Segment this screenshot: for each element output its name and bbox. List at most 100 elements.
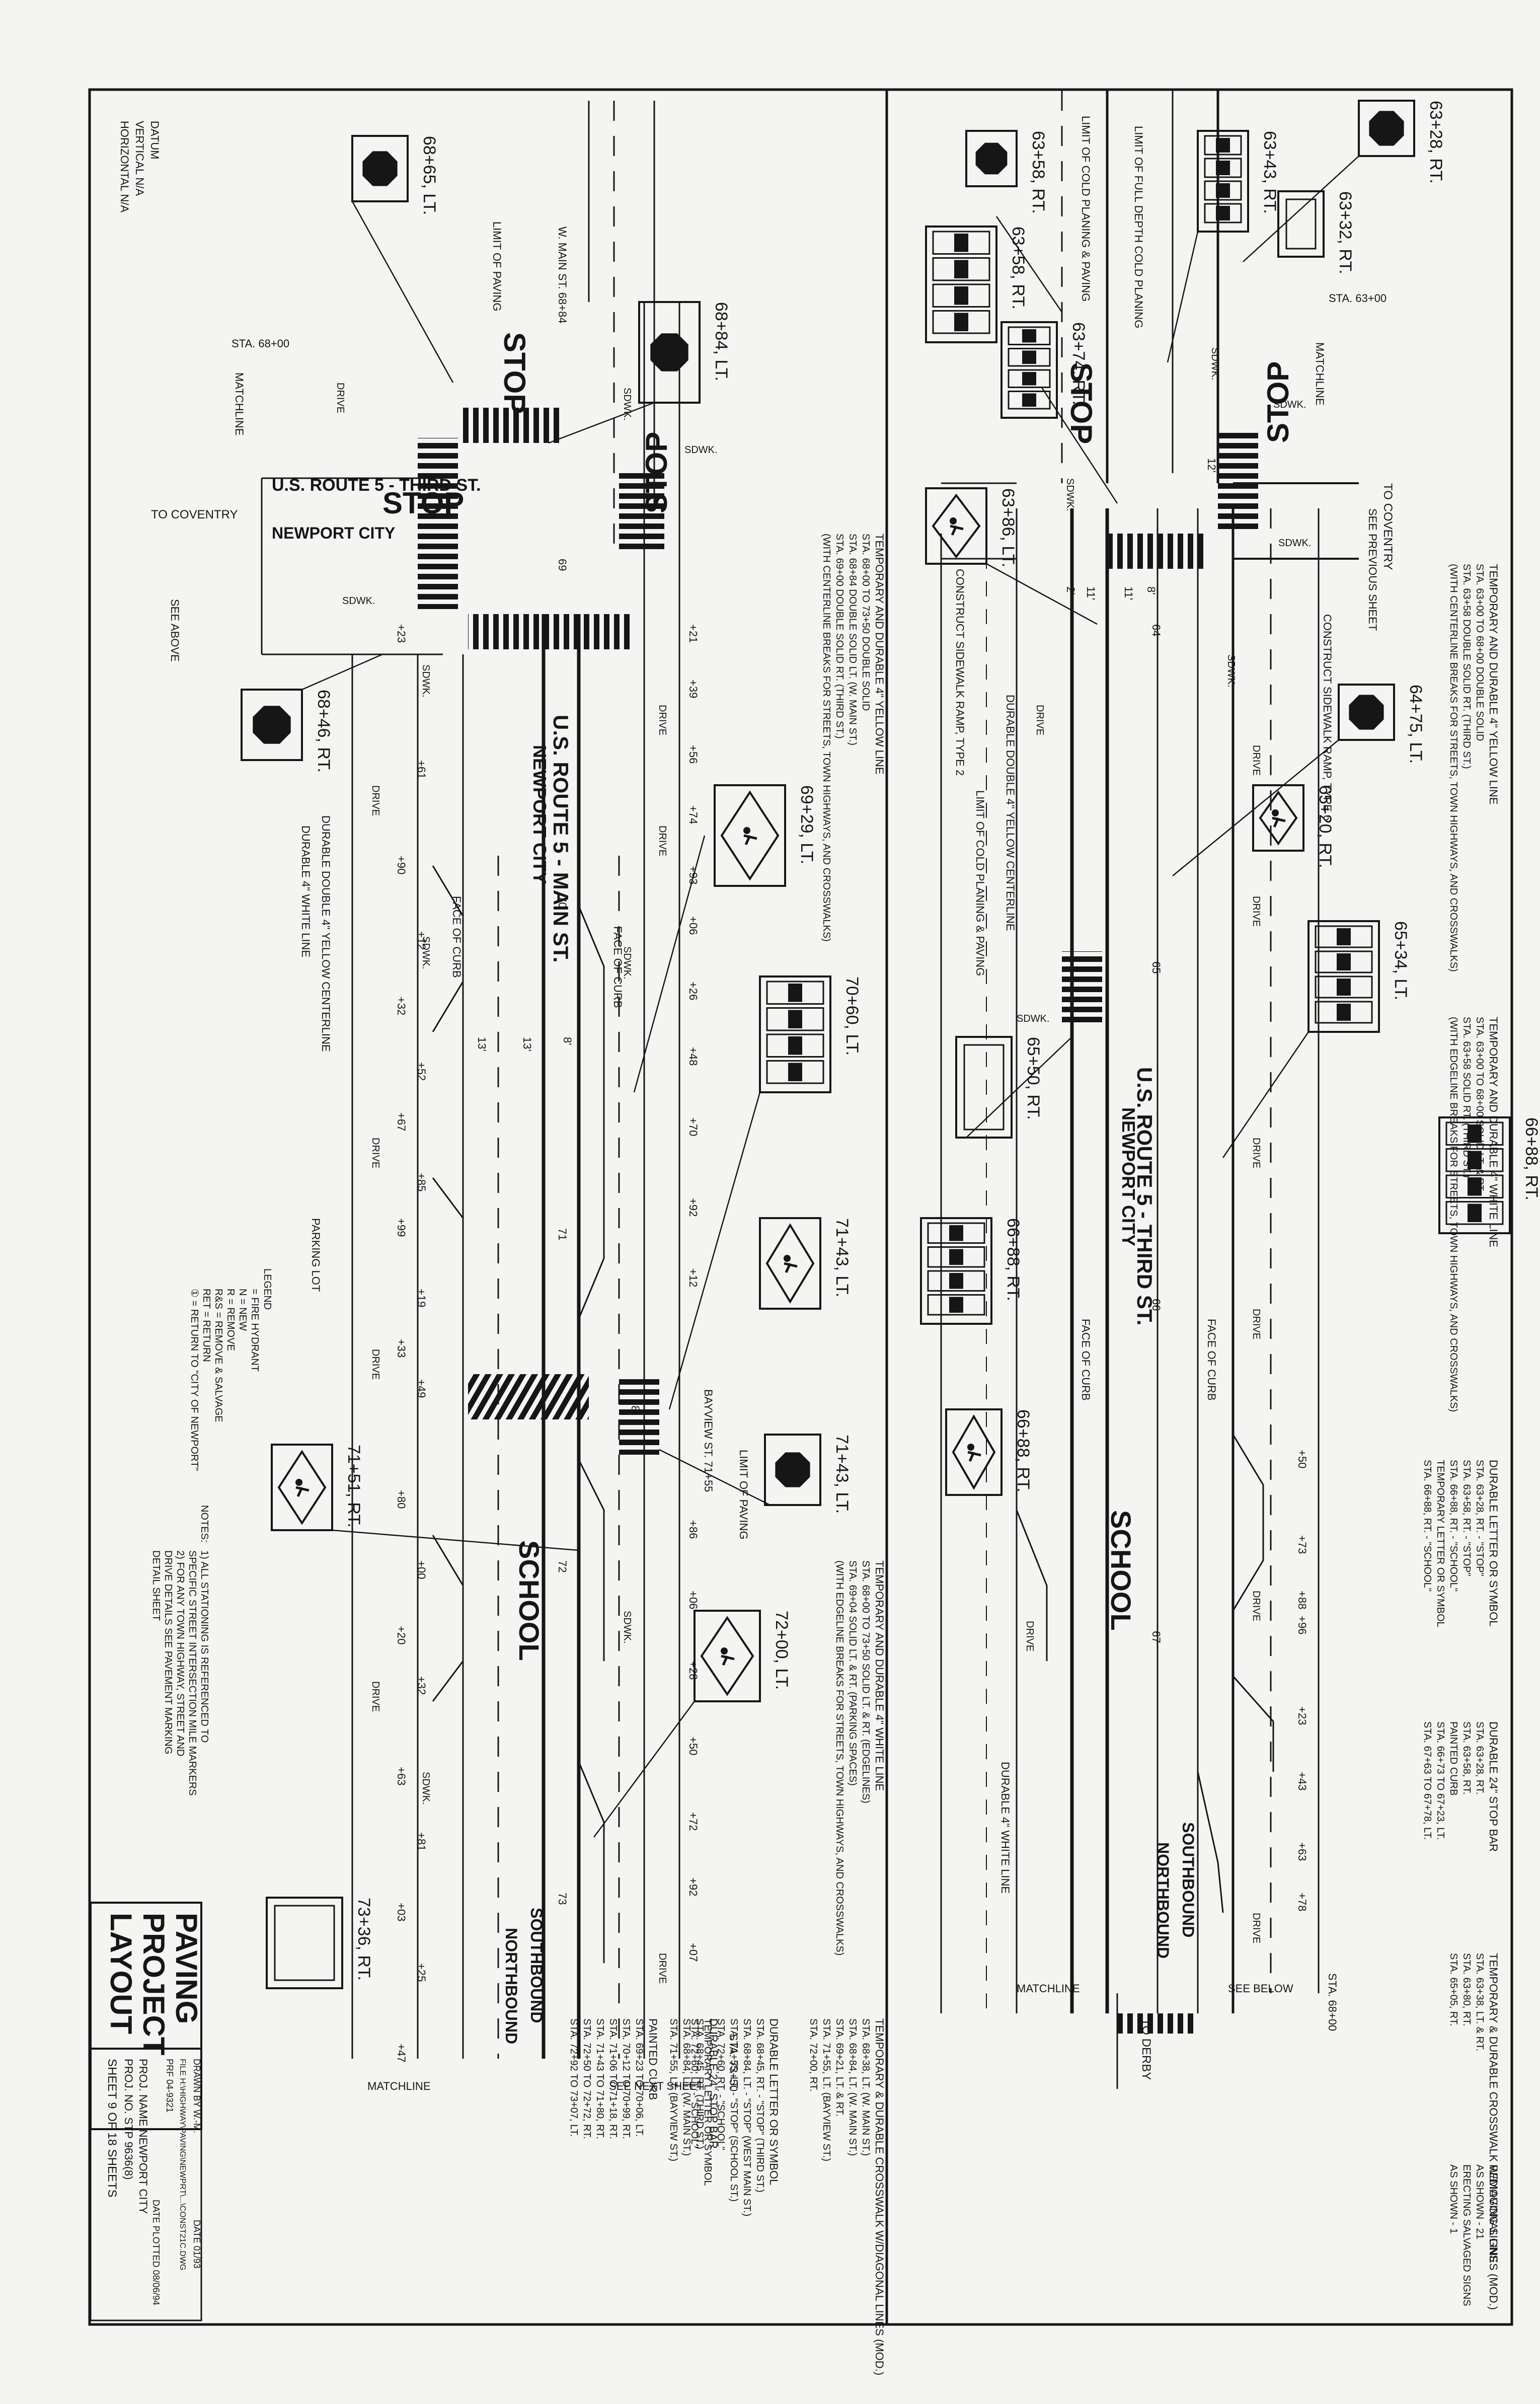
qty-line: TEMPORARY LETTER OR SYMBOL <box>702 2018 713 2186</box>
qty-line: STA. 66+88, RT. - "SCHOOL" <box>1422 1460 1433 1592</box>
see-previous: SEE PREVIOUS SHEET <box>1366 508 1379 631</box>
sign-station: 66+88, RT. <box>1522 1117 1540 1200</box>
sign-station: 71+43, LT. <box>832 1218 852 1297</box>
station-label: +50 <box>1296 1450 1308 1468</box>
station-label: +88 <box>1296 1591 1308 1609</box>
svg-text:DRIVE: DRIVE <box>1034 705 1045 735</box>
qty-head: TEMPORARY AND DURABLE 4" YELLOW LINE <box>1487 564 1500 805</box>
station-label: +49 <box>415 1379 428 1398</box>
station-label: +67 <box>395 1112 408 1131</box>
qty-line: STA. 69+04 SOLID LT. & RT. (PARKING SPAC… <box>847 1560 858 1786</box>
svg-text:STOP: STOP <box>984 145 994 172</box>
svg-text:2) FOR ANY TOWN HIGHWAY, STREE: 2) FOR ANY TOWN HIGHWAY, STREET AND <box>175 1550 186 1756</box>
qty-line: STA. 63+28, RT. <box>1474 1721 1485 1794</box>
qty-line: STA. 68+45, RT. - "STOP" (THIRD ST.) <box>754 2018 765 2193</box>
station-label: +33 <box>395 1339 408 1358</box>
ped-sign: 63+86, LT. <box>925 487 1018 567</box>
sta-6800-bottom: STA. 68+00 <box>232 337 289 350</box>
see-above: SEE ABOVE <box>169 599 181 662</box>
limit-paving-1: LIMIT OF PAVING <box>737 1450 750 1539</box>
station-label: +07 <box>687 1943 700 1962</box>
station-label: +85 <box>415 1173 428 1191</box>
leader-lines <box>301 156 1359 1838</box>
station-label: 71 <box>556 1228 569 1240</box>
route-sign: 63+58, RT. <box>925 226 1028 343</box>
school-marking-top: SCHOOL <box>1105 1510 1137 1631</box>
qty-line: STA. 69+00 DOUBLE SOLID RT. (THIRD ST.) <box>834 534 845 739</box>
ped-sign: 72+00, LT. <box>694 1610 791 1702</box>
station-label: +73 <box>1296 1535 1308 1554</box>
qty-head: TEMPORARY & DURABLE CROSSWALK W/DIAGONAL… <box>873 2018 886 2375</box>
svg-text:DRIVE: DRIVE <box>370 1138 381 1168</box>
station-label: +86 <box>687 1520 700 1539</box>
title-block: PAVING PROJECT LAYOUT DRAWN BY W.-M. DAT… <box>90 1902 203 2321</box>
qty-line: STA. 68+45, RT. (THIRD ST.) <box>694 2018 705 2149</box>
sign-station: 68+65, LT. <box>420 136 439 215</box>
face-of-curb-1: FACE OF CURB <box>611 926 624 1008</box>
svg-text:SDWK.: SDWK. <box>684 444 718 456</box>
station-label: 64 <box>1150 624 1163 636</box>
sign-station: 64+75, LT. <box>1406 685 1425 764</box>
ramp-type6: CONSTRUCT SIDEWALK RAMP, TYPE 6 <box>1321 614 1334 821</box>
qty-line: STA. 68+00 TO 73+50 SOLID LT. & RT. (EDG… <box>860 1560 871 1804</box>
qty-line: STA. 68+84, LT. (W. MAIN ST.) <box>847 2018 858 2156</box>
qty-line: STA. 63+80, RT. <box>1461 1953 1472 2026</box>
drive-labels: DRIVE DRIVE DRIVE DRIVE DRIVE DRIVE DRIV… <box>335 383 1262 1984</box>
qty-head: REMOVING SIGNS <box>1487 2164 1500 2262</box>
ped-sign: 66+88, RT. <box>945 1408 1033 1496</box>
svg-text:NOTES:: NOTES: <box>199 1505 210 1542</box>
sta-6300: STA. 63+00 <box>1329 292 1387 305</box>
ped-sign: 71+51, RT. <box>271 1444 363 1531</box>
sign-station: 65+20, RT. <box>1316 785 1335 868</box>
svg-text:DRIVE: DRIVE <box>657 1953 668 1984</box>
station-label: 12' <box>1205 458 1218 473</box>
qty-line: STA. 72+92 TO 73+07, LT. <box>568 2018 579 2137</box>
yellow-cl-1: DURABLE DOUBLE 4" YELLOW CENTERLINE <box>1004 695 1017 931</box>
qty-head: TEMPORARY AND DURABLE 4" WHITE LINE <box>1487 1017 1500 1247</box>
qty-head: PAINTED CURB <box>647 2018 659 2100</box>
other-sign: 63+32, RT. <box>1277 190 1355 274</box>
svg-text:STOP: STOP <box>785 1456 797 1484</box>
qty-line: AS SHOWN - 21 <box>1474 2164 1485 2239</box>
see-next: SEE NEXT SHEET <box>609 2080 704 2092</box>
tb-drawn: DRAWN BY W.-M. <box>192 2059 202 2133</box>
to-coventry-top: TO COVENTRY <box>1381 483 1395 570</box>
qty-line: STA. 63+00 TO 68+00 SOLID LT. & RT. <box>1474 1017 1485 1192</box>
station-label: +50 <box>687 1737 700 1755</box>
curb-bulbouts-bottom <box>432 865 605 1963</box>
svg-text:SDWK.: SDWK. <box>622 1611 633 1644</box>
station-label: +06 <box>687 916 700 935</box>
svg-text:SDWK.: SDWK. <box>1278 538 1312 549</box>
limit-cold-2: LIMIT OF COLD PLANING & PAVING <box>974 790 986 976</box>
quantity-notes-top: TEMPORARY AND DURABLE 4" YELLOW LINE STA.… <box>1422 564 1500 2310</box>
svg-text:DRIVE: DRIVE <box>657 825 668 856</box>
sta-6800-top: STA. 68+00 <box>1326 1973 1339 2031</box>
sign-station: 68+46, RT. <box>314 690 333 773</box>
see-below: SEE BELOW <box>1228 1982 1293 1995</box>
station-label: +12 <box>687 1268 700 1287</box>
route-sign: 63+74, RT. <box>1000 321 1088 419</box>
qty-line: STA. 71+43 TO 71+80, RT. <box>594 2018 605 2139</box>
qty-line: STA. 67+63 TO 67+78, LT. <box>1422 1721 1433 1840</box>
qty-head: DURABLE 24" STOP BAR <box>707 2018 720 2149</box>
svg-text:SDWK.: SDWK. <box>1225 654 1237 688</box>
quantity-notes-bottom: TEMPORARY AND DURABLE 4" YELLOW LINE STA.… <box>568 534 886 2375</box>
svg-text:SDWK.: SDWK. <box>420 1772 431 1805</box>
svg-text:VERTICAL N/A: VERTICAL N/A <box>133 121 146 196</box>
qty-line: ERECTING SALVAGED SIGNS <box>1461 2164 1472 2306</box>
route-sign: 65+34, LT. <box>1307 920 1410 1033</box>
face-of-curb-3: FACE OF CURB <box>1080 1319 1092 1401</box>
qty-line: STA. 71+06 TO 71+18, RT. <box>607 2018 619 2139</box>
qty-line: STA. 63+28, RT. - "STOP" <box>1474 1460 1485 1576</box>
station-label: 13' <box>521 1037 533 1051</box>
matchline-bottom-2: MATCHLINE <box>367 2080 431 2092</box>
main-st-roadway <box>261 101 680 2059</box>
qty-head: TEMPORARY AND DURABLE 4" YELLOW LINE <box>873 534 886 775</box>
svg-text:1) ALL STATIONING IS REFERENCE: 1) ALL STATIONING IS REFERENCED TO <box>199 1550 210 1743</box>
station-label: +03 <box>395 1903 408 1921</box>
